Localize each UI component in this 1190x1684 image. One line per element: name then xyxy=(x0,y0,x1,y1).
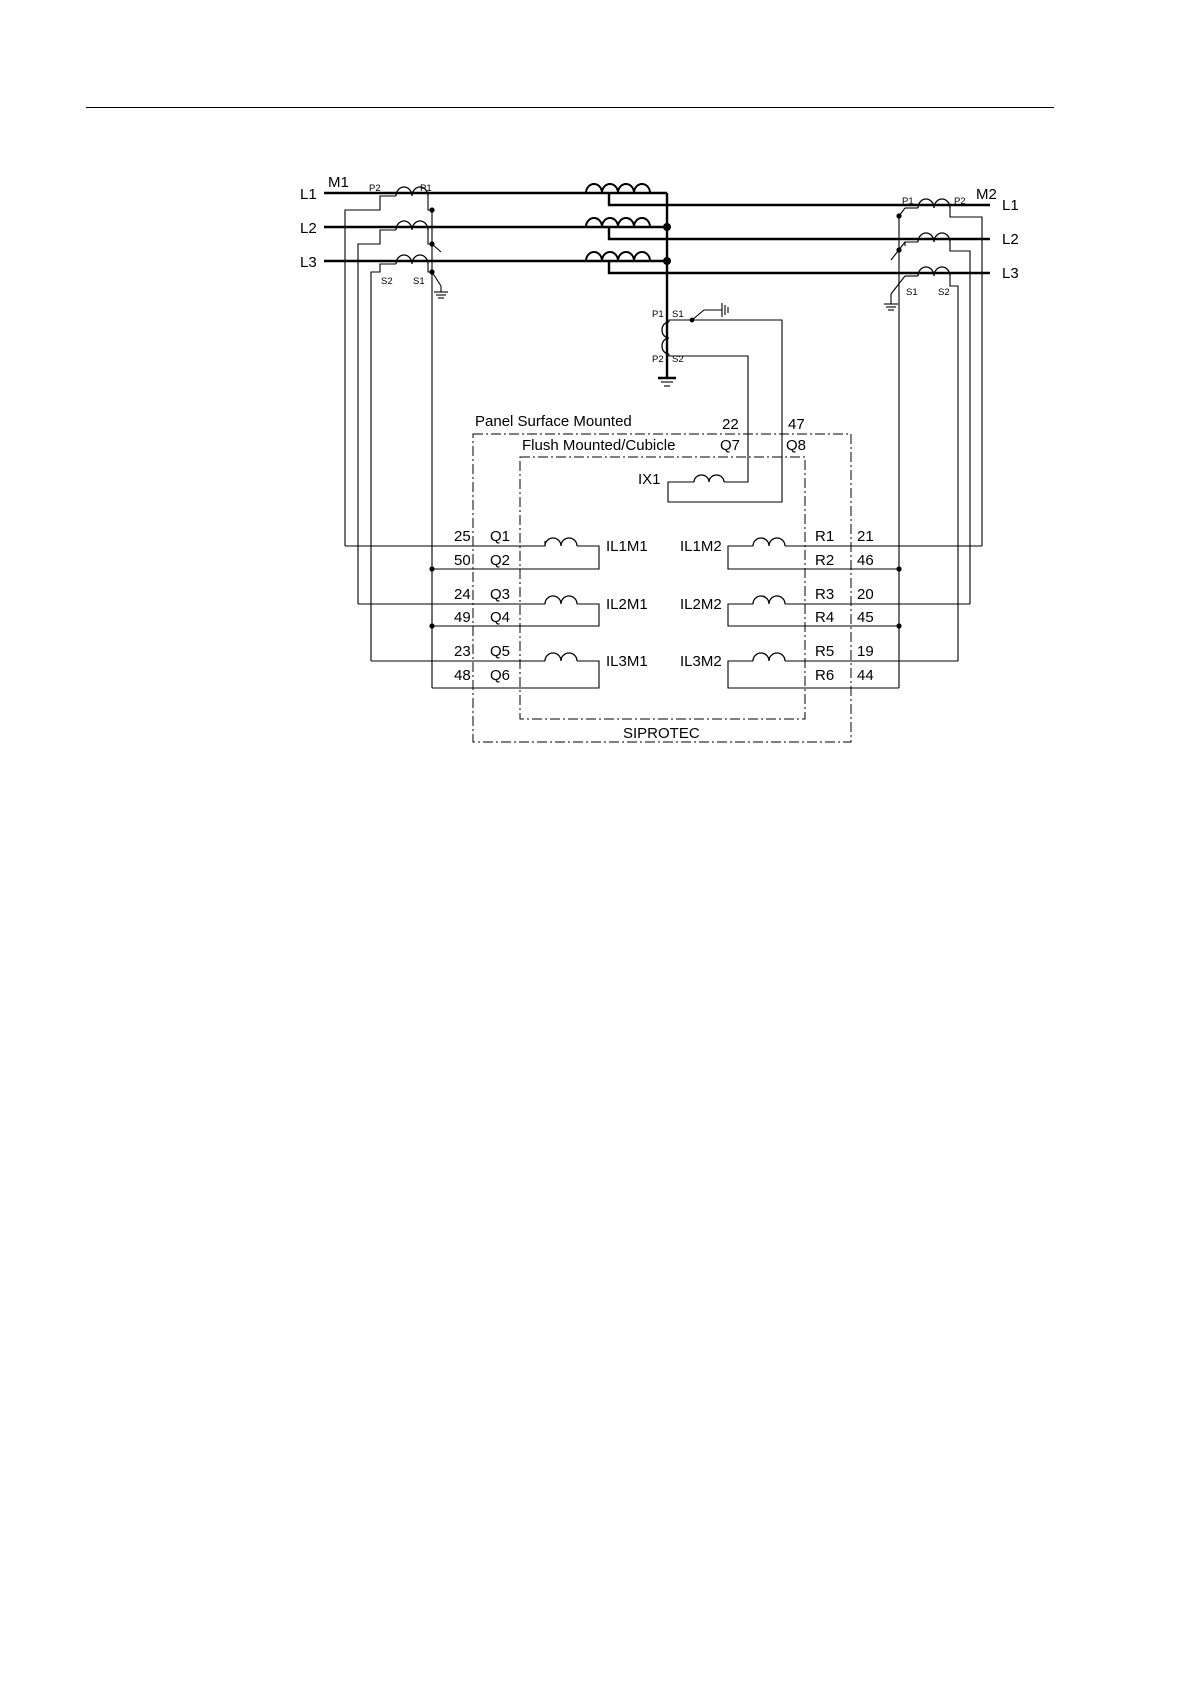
pin-23: 23 xyxy=(454,643,471,660)
phase-label-l1-right: L1 xyxy=(1002,197,1019,214)
phase-label-l3-right: L3 xyxy=(1002,265,1019,282)
enclosure-flush-cubicle xyxy=(520,457,805,719)
term-r4: R4 xyxy=(815,609,834,626)
ct-m1-p2: P2 xyxy=(369,183,381,194)
pin-20: 20 xyxy=(857,586,874,603)
ct-m2-label: M2 xyxy=(976,186,997,203)
input-il3m2-coil-icon xyxy=(753,653,785,661)
ct-m2-earth-icon xyxy=(884,304,898,310)
ct-neutral: P1 S1 P2 S2 xyxy=(652,303,782,502)
term-q6: Q6 xyxy=(490,667,510,684)
phase-label-l2-left: L2 xyxy=(300,220,317,237)
ct-m2-l1-coil-icon xyxy=(918,199,950,208)
ct-n-p2: P2 xyxy=(652,354,664,365)
ct-set-m2: M2 P1 P2 S1 xyxy=(884,186,997,688)
ct-m2-l2-coil-icon xyxy=(918,233,950,242)
neutral-earth-icon xyxy=(658,378,676,386)
enclosure-outer-label: Panel Surface Mounted xyxy=(475,413,632,430)
input-il2m2-coil-icon xyxy=(753,596,785,604)
term-q4: Q4 xyxy=(490,609,510,626)
pin-49: 49 xyxy=(454,609,471,626)
term-q5: Q5 xyxy=(490,643,510,660)
phase-label-l1-left: L1 xyxy=(300,186,317,203)
ct-m1-p1: P1 xyxy=(420,183,432,194)
winding-l2-icon xyxy=(586,218,650,227)
ct-m1-s2: S2 xyxy=(381,276,393,287)
ct-m2-p1: P1 xyxy=(902,196,914,207)
star-point-l2 xyxy=(663,223,671,231)
ct-n-p1: P1 xyxy=(652,309,664,320)
pin-25: 25 xyxy=(454,528,471,545)
pin-50: 50 xyxy=(454,552,471,569)
ct-m2-s2: S2 xyxy=(938,287,950,298)
aux-pin-b: 47 xyxy=(788,416,805,433)
pin-44: 44 xyxy=(857,667,874,684)
input-il1m2-coil-icon xyxy=(753,538,785,546)
star-point-l3 xyxy=(663,257,671,265)
term-r1: R1 xyxy=(815,528,834,545)
term-q2: Q2 xyxy=(490,552,510,569)
input-il3m1-label: IL3M1 xyxy=(606,653,648,670)
enclosure-panel-surface xyxy=(473,434,851,742)
ct-set-m1: M1 P2 P1 xyxy=(328,174,448,688)
input-il2m1-label: IL2M1 xyxy=(606,596,648,613)
term-q1: Q1 xyxy=(490,528,510,545)
term-r6: R6 xyxy=(815,667,834,684)
term-q3: Q3 xyxy=(490,586,510,603)
ct-n-s1: S1 xyxy=(672,309,684,320)
pin-24: 24 xyxy=(454,586,471,603)
term-r2: R2 xyxy=(815,552,834,569)
inputs-right: IL1M2 R1 21 R2 46 IL2M2 R3 20 R4 45 IL3M… xyxy=(680,528,982,688)
phase-label-l3-left: L3 xyxy=(300,254,317,271)
pin-21: 21 xyxy=(857,528,874,545)
aux-pin-a: 22 xyxy=(722,416,739,433)
aux-term-b: Q8 xyxy=(786,437,806,454)
ct-m1-label: M1 xyxy=(328,174,349,191)
ct-m1-s1: S1 xyxy=(413,276,425,287)
input-il3m1-coil-icon xyxy=(545,653,577,661)
pin-19: 19 xyxy=(857,643,874,660)
input-il3m2-label: IL3M2 xyxy=(680,653,722,670)
device-label: SIPROTEC xyxy=(623,725,700,742)
ct-n-earth-icon xyxy=(722,303,728,317)
input-il2m1-coil-icon xyxy=(545,596,577,604)
ct-m1-earth-icon xyxy=(434,292,448,298)
pin-46: 46 xyxy=(857,552,874,569)
inputs-left: 25 Q1 50 Q2 IL1M1 24 Q3 49 Q4 IL2M1 23 Q… xyxy=(345,528,648,688)
enclosure-inner-label: Flush Mounted/Cubicle xyxy=(522,437,675,454)
input-il1m2-label: IL1M2 xyxy=(680,538,722,555)
ct-m2-s1: S1 xyxy=(906,287,918,298)
input-il1m1-label: IL1M1 xyxy=(606,538,648,555)
aux-term-a: Q7 xyxy=(720,437,740,454)
aux-input-label: IX1 xyxy=(638,471,661,488)
ct-m2-l3-coil-icon xyxy=(918,267,950,276)
pin-48: 48 xyxy=(454,667,471,684)
input-il2m2-label: IL2M2 xyxy=(680,596,722,613)
phase-label-l2-right: L2 xyxy=(1002,231,1019,248)
input-il1m1-coil-icon xyxy=(545,538,577,546)
ct-m2-p2: P2 xyxy=(954,196,966,207)
ct-m1-l2-coil-icon xyxy=(396,221,428,230)
winding-l1-icon xyxy=(586,184,650,193)
ix1-coil-icon xyxy=(694,475,724,482)
term-r5: R5 xyxy=(815,643,834,660)
pin-45: 45 xyxy=(857,609,874,626)
transformer-windings xyxy=(586,184,650,261)
term-r3: R3 xyxy=(815,586,834,603)
ct-m1-l3-coil-icon xyxy=(396,255,428,264)
winding-l3-icon xyxy=(586,252,650,261)
